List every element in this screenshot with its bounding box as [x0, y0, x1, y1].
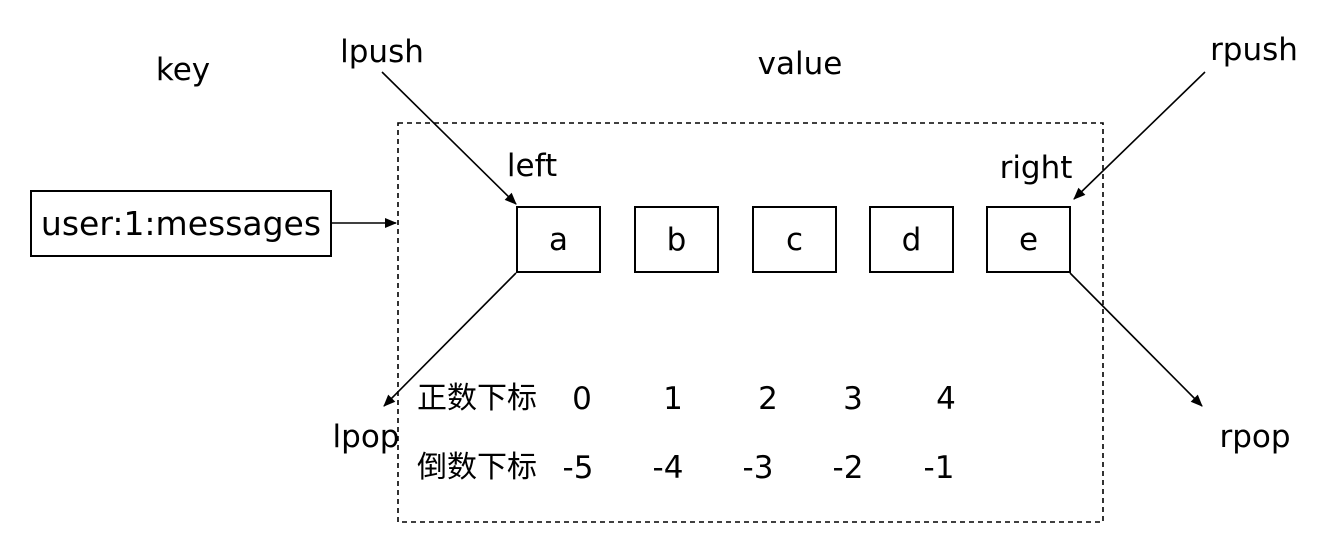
lpop-label: lpop [332, 419, 400, 455]
rpop-arrow [1069, 272, 1203, 407]
list-item-b: b [634, 206, 719, 273]
negative-index--2: -2 [832, 450, 864, 486]
positive-index-3: 3 [843, 381, 863, 417]
rpush-arrow [1073, 71, 1206, 200]
lpush-label: lpush [340, 34, 424, 70]
lpush-arrow [381, 71, 517, 205]
positive-index-4: 4 [936, 381, 956, 417]
value-label: value [757, 46, 843, 82]
negative-index--4: -4 [652, 450, 684, 486]
key-box-text: user:1:messages [40, 204, 322, 243]
list-item-a: a [516, 206, 601, 273]
negative-index--1: -1 [923, 450, 955, 486]
key-box: user:1:messages [30, 190, 332, 257]
list-item-c: c [752, 206, 837, 273]
value-dashed-border [397, 122, 1104, 523]
positive-index-row-label: 正数下标 [417, 381, 537, 416]
negative-index-row-label: 倒数下标 [417, 450, 537, 485]
negative-index--3: -3 [742, 450, 774, 486]
list-item-d: d [869, 206, 954, 273]
rpush-label: rpush [1210, 32, 1298, 68]
positive-index-1: 1 [663, 381, 683, 417]
lpop-arrow [383, 272, 517, 407]
positive-index-0: 0 [572, 381, 592, 417]
left-label: left [506, 148, 558, 184]
list-item-e: e [986, 206, 1071, 273]
positive-index-2: 2 [758, 381, 778, 417]
negative-index--5: -5 [562, 450, 594, 486]
rpop-label: rpop [1219, 419, 1291, 455]
key-label: key [155, 52, 211, 88]
right-label: right [999, 150, 1073, 186]
